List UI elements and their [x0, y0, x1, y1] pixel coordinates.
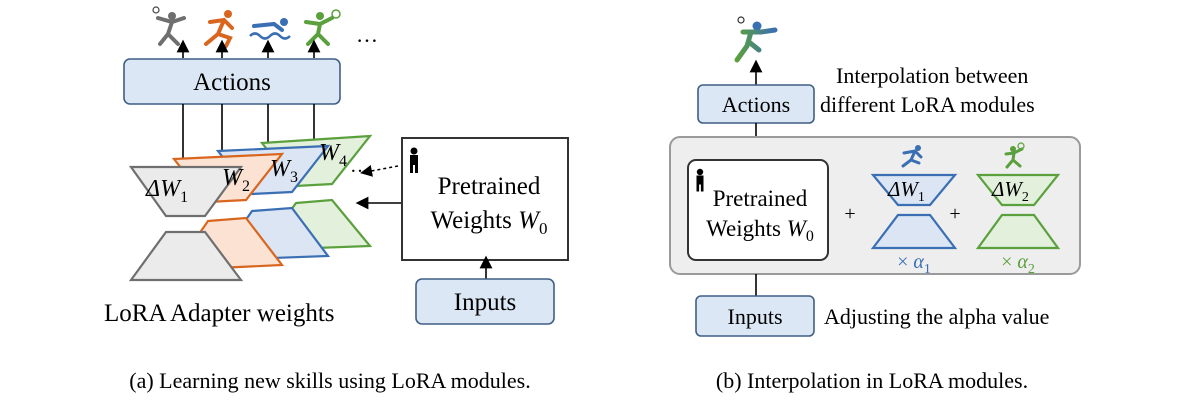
volleyball-player-icon — [152, 6, 186, 46]
person-icon-b — [696, 168, 704, 192]
alpha-1: × α1 — [897, 251, 931, 277]
note-bottom: Adjusting the alpha value — [824, 304, 1049, 329]
w3-label: W3 — [270, 156, 298, 186]
panel-b: Actions Interpolation between different … — [669, 16, 1081, 393]
pretrained-b-line1: Pretrained — [713, 186, 808, 211]
top-ellipsis: … — [356, 22, 378, 47]
caption-a: (a) Learning new skills using LoRA modul… — [129, 368, 530, 393]
delta-w2-b: ΔW2 — [991, 177, 1029, 205]
delta-w1-label: ΔW1 — [145, 176, 188, 206]
lora-module-2: ΔW2 × α2 — [975, 142, 1061, 277]
note-top-line2: different LoRA modules — [820, 92, 1035, 117]
w2-label: W2 — [222, 165, 250, 195]
pretrained-line1: Pretrained — [438, 173, 541, 200]
note-top-line1: Interpolation between — [836, 63, 1028, 88]
tennis-player-icon-b — [1004, 142, 1025, 169]
alpha-2: × α2 — [1001, 251, 1035, 277]
adapter-ellipsis: … — [350, 155, 370, 177]
blended-player-icon — [734, 16, 778, 63]
delta-w1-b: ΔW1 — [887, 177, 925, 205]
actions-label-b: Actions — [722, 92, 790, 117]
pretrained-box-b — [687, 159, 829, 261]
inputs-box-b — [695, 295, 815, 337]
inputs-label-b: Inputs — [728, 304, 783, 329]
plus-2: + — [949, 203, 960, 225]
caption-b: (b) Interpolation in LoRA modules. — [716, 368, 1028, 393]
lora-module-1: ΔW1 × α1 — [870, 145, 958, 277]
panel-a: … Actions — [104, 6, 569, 393]
actions-label: Actions — [193, 69, 271, 96]
person-icon — [410, 147, 418, 173]
swimmer-icon — [249, 18, 291, 40]
pretrained-line2: Weights W0 — [431, 207, 548, 238]
pretrained-box — [401, 137, 569, 261]
inputs-label: Inputs — [454, 289, 517, 316]
inputs-box — [415, 278, 555, 325]
pretrained-b-line2: Weights W0 — [706, 216, 814, 245]
plus-1: + — [844, 203, 855, 225]
runner-icon-b — [901, 145, 923, 168]
actions-box — [123, 58, 341, 105]
tennis-player-icon — [304, 9, 341, 46]
w4-label: W4 — [319, 140, 347, 170]
adapter-caption: LoRA Adapter weights — [104, 300, 335, 327]
lora-adapter-1 — [128, 165, 244, 282]
runner-icon — [204, 10, 234, 48]
dashed-arrow — [360, 164, 399, 177]
